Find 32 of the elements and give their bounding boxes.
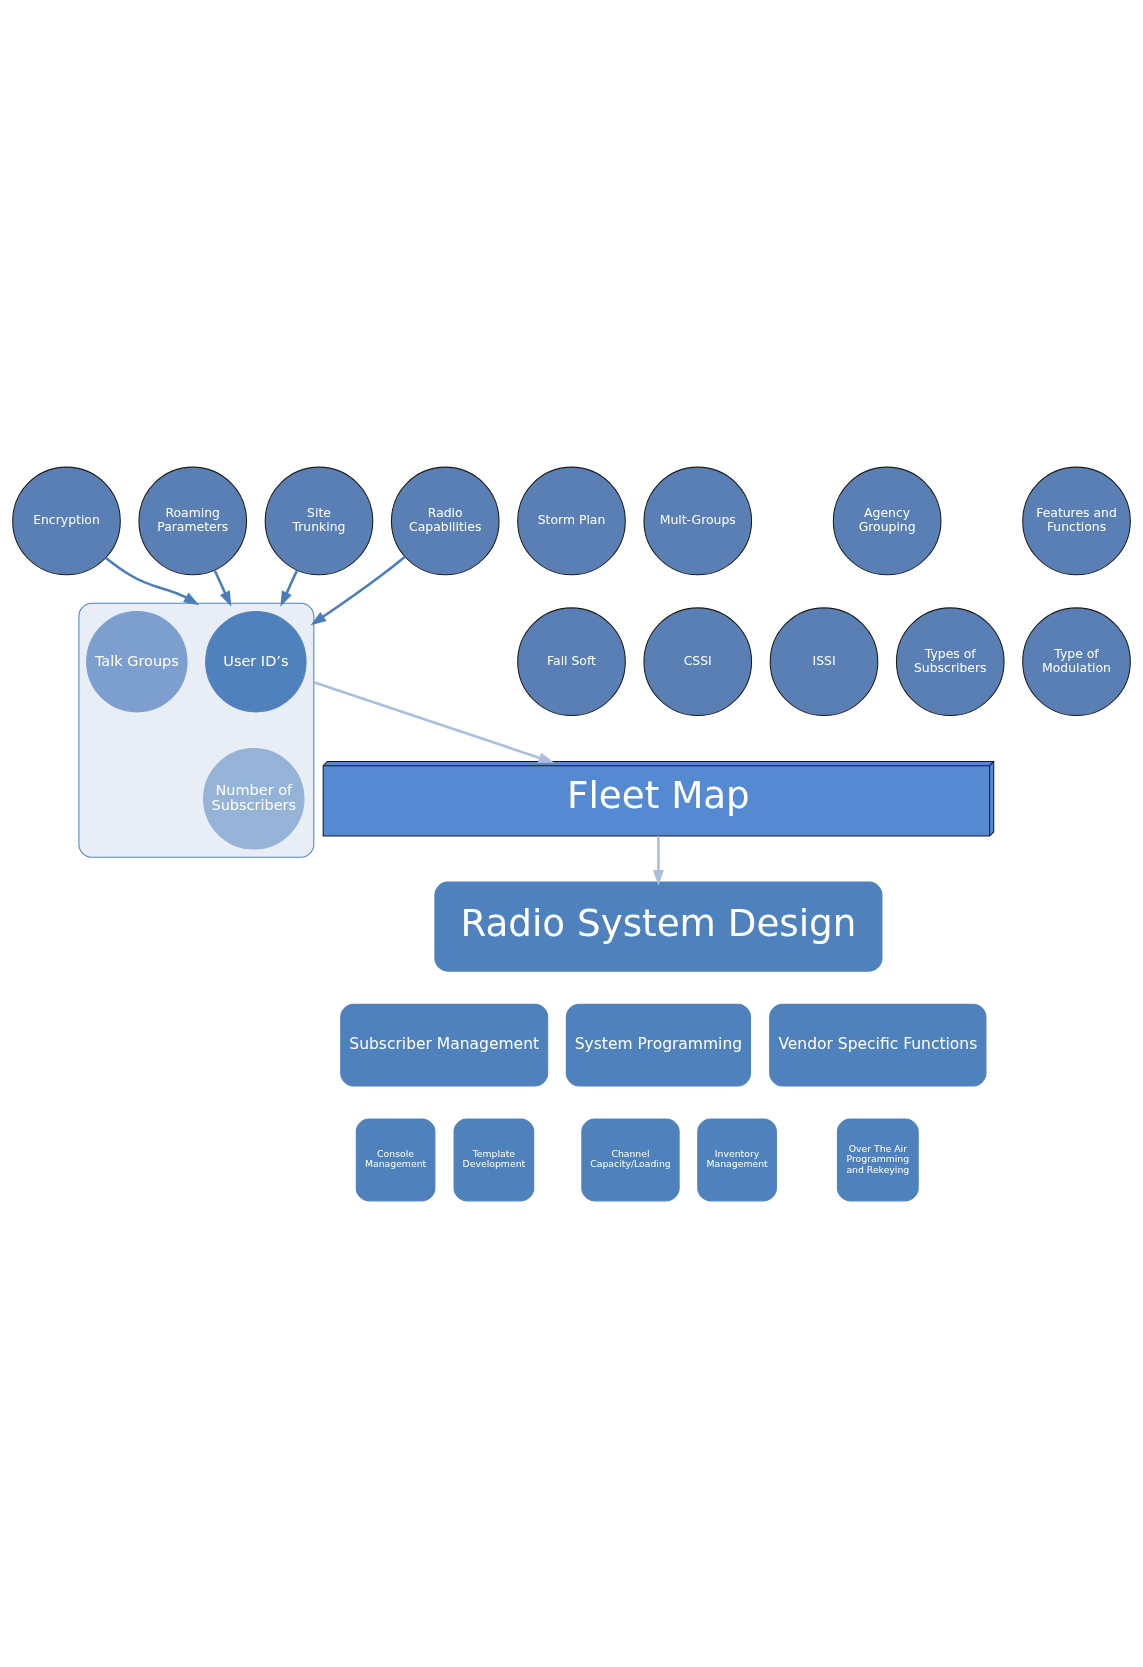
node-circle: CSSI [643,606,753,716]
node-circle: ISSI [769,606,879,716]
arrow [280,569,299,607]
node-box: Template Development [453,1118,535,1201]
node-box: Channel Capacity/Loading [581,1118,680,1201]
node-box: Radio System Design [434,881,883,972]
node-circle: Types of Subscribers [895,606,1005,716]
node-circle: Encryption [12,466,121,575]
node-box: Console Management [355,1118,436,1201]
arrow [313,680,555,763]
node-circle: Site Trunking [264,466,374,575]
node-box: Vendor Specific Functions [769,1003,987,1086]
cluster [78,602,315,858]
node-circle: Radio Capabilities [390,466,500,575]
node-box: Inventory Management [697,1118,777,1201]
node-circle: Features and Functions [1022,466,1131,575]
arrow [653,835,664,886]
node-circle: Fail Soft [517,606,626,716]
node-circle: Agency Grouping [832,466,942,575]
node-circle: Roaming Parameters [138,466,248,575]
arrow [105,556,200,605]
node-box: Over The Air Programming and Rekeying [836,1118,919,1201]
node-box: Subscriber Management [340,1003,549,1086]
node-circle: Type of Modulation [1022,606,1131,716]
node-circle: Mult-Groups [643,466,753,575]
node-circle: User ID’s [205,610,307,712]
arrow [213,569,232,607]
node-circle: Number of Subscribers [203,747,305,850]
node-circle: Storm Plan [517,466,626,575]
node-box: System Programming [565,1003,752,1086]
node-circle: Talk Groups [86,610,188,712]
arrow [310,555,406,625]
